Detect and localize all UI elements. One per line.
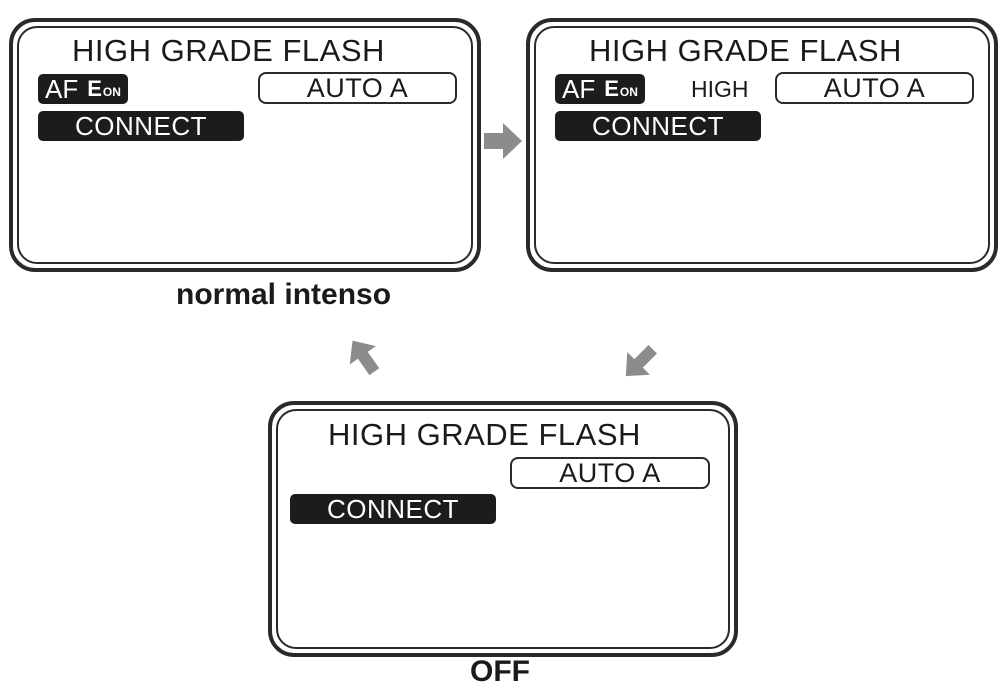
flash-mode-box: AUTO A [775, 72, 974, 104]
flash-mode-box: AUTO A [258, 72, 457, 104]
connect-badge: CONNECT [555, 111, 761, 141]
connect-badge: CONNECT [290, 494, 496, 524]
af-label: AF [45, 73, 79, 104]
arrow-icon [625, 345, 657, 377]
arrow-icon [349, 340, 380, 376]
af-label: AF [562, 73, 596, 104]
flash-mode-box: AUTO A [510, 457, 710, 489]
caption-normal: normal intenso [176, 278, 392, 311]
intensity-level-text: HIGH [691, 76, 749, 102]
arrow-icon [484, 123, 522, 159]
connect-badge: CONNECT [38, 111, 244, 141]
screen-title: HIGH GRADE FLASH [328, 417, 641, 452]
caption-off: OFF [470, 655, 530, 688]
screen-title: HIGH GRADE FLASH [72, 33, 385, 68]
lcd-screen-off: HIGH GRADE FLASH AUTO A CONNECT [268, 401, 738, 657]
screen-title: HIGH GRADE FLASH [589, 33, 902, 68]
